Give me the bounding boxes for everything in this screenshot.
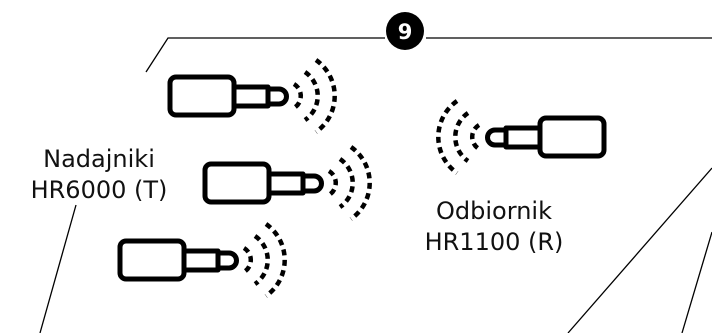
step-number: 9 [398,20,413,44]
floor-plane [39,37,712,333]
receiver-label-line2: HR1100 (R) [425,228,564,256]
transmitter-device-1 [167,58,337,134]
receiver-device [436,99,607,175]
plane-edge-far-right-diagonal [681,231,712,333]
plane-edge-top-left [145,37,385,73]
transmitter-device-3 [117,222,287,298]
transmitters-label-line2: HR6000 (T) [31,176,168,204]
plane-edge-right-diagonal [567,167,712,333]
transmitters-label-line1: Nadajniki [43,145,155,173]
plane-edge-left-lower [39,204,77,333]
receiver-label-line1: Odbiornik [436,197,552,225]
transmitter-device-2 [202,145,372,221]
step-badge: 9 [386,12,424,50]
